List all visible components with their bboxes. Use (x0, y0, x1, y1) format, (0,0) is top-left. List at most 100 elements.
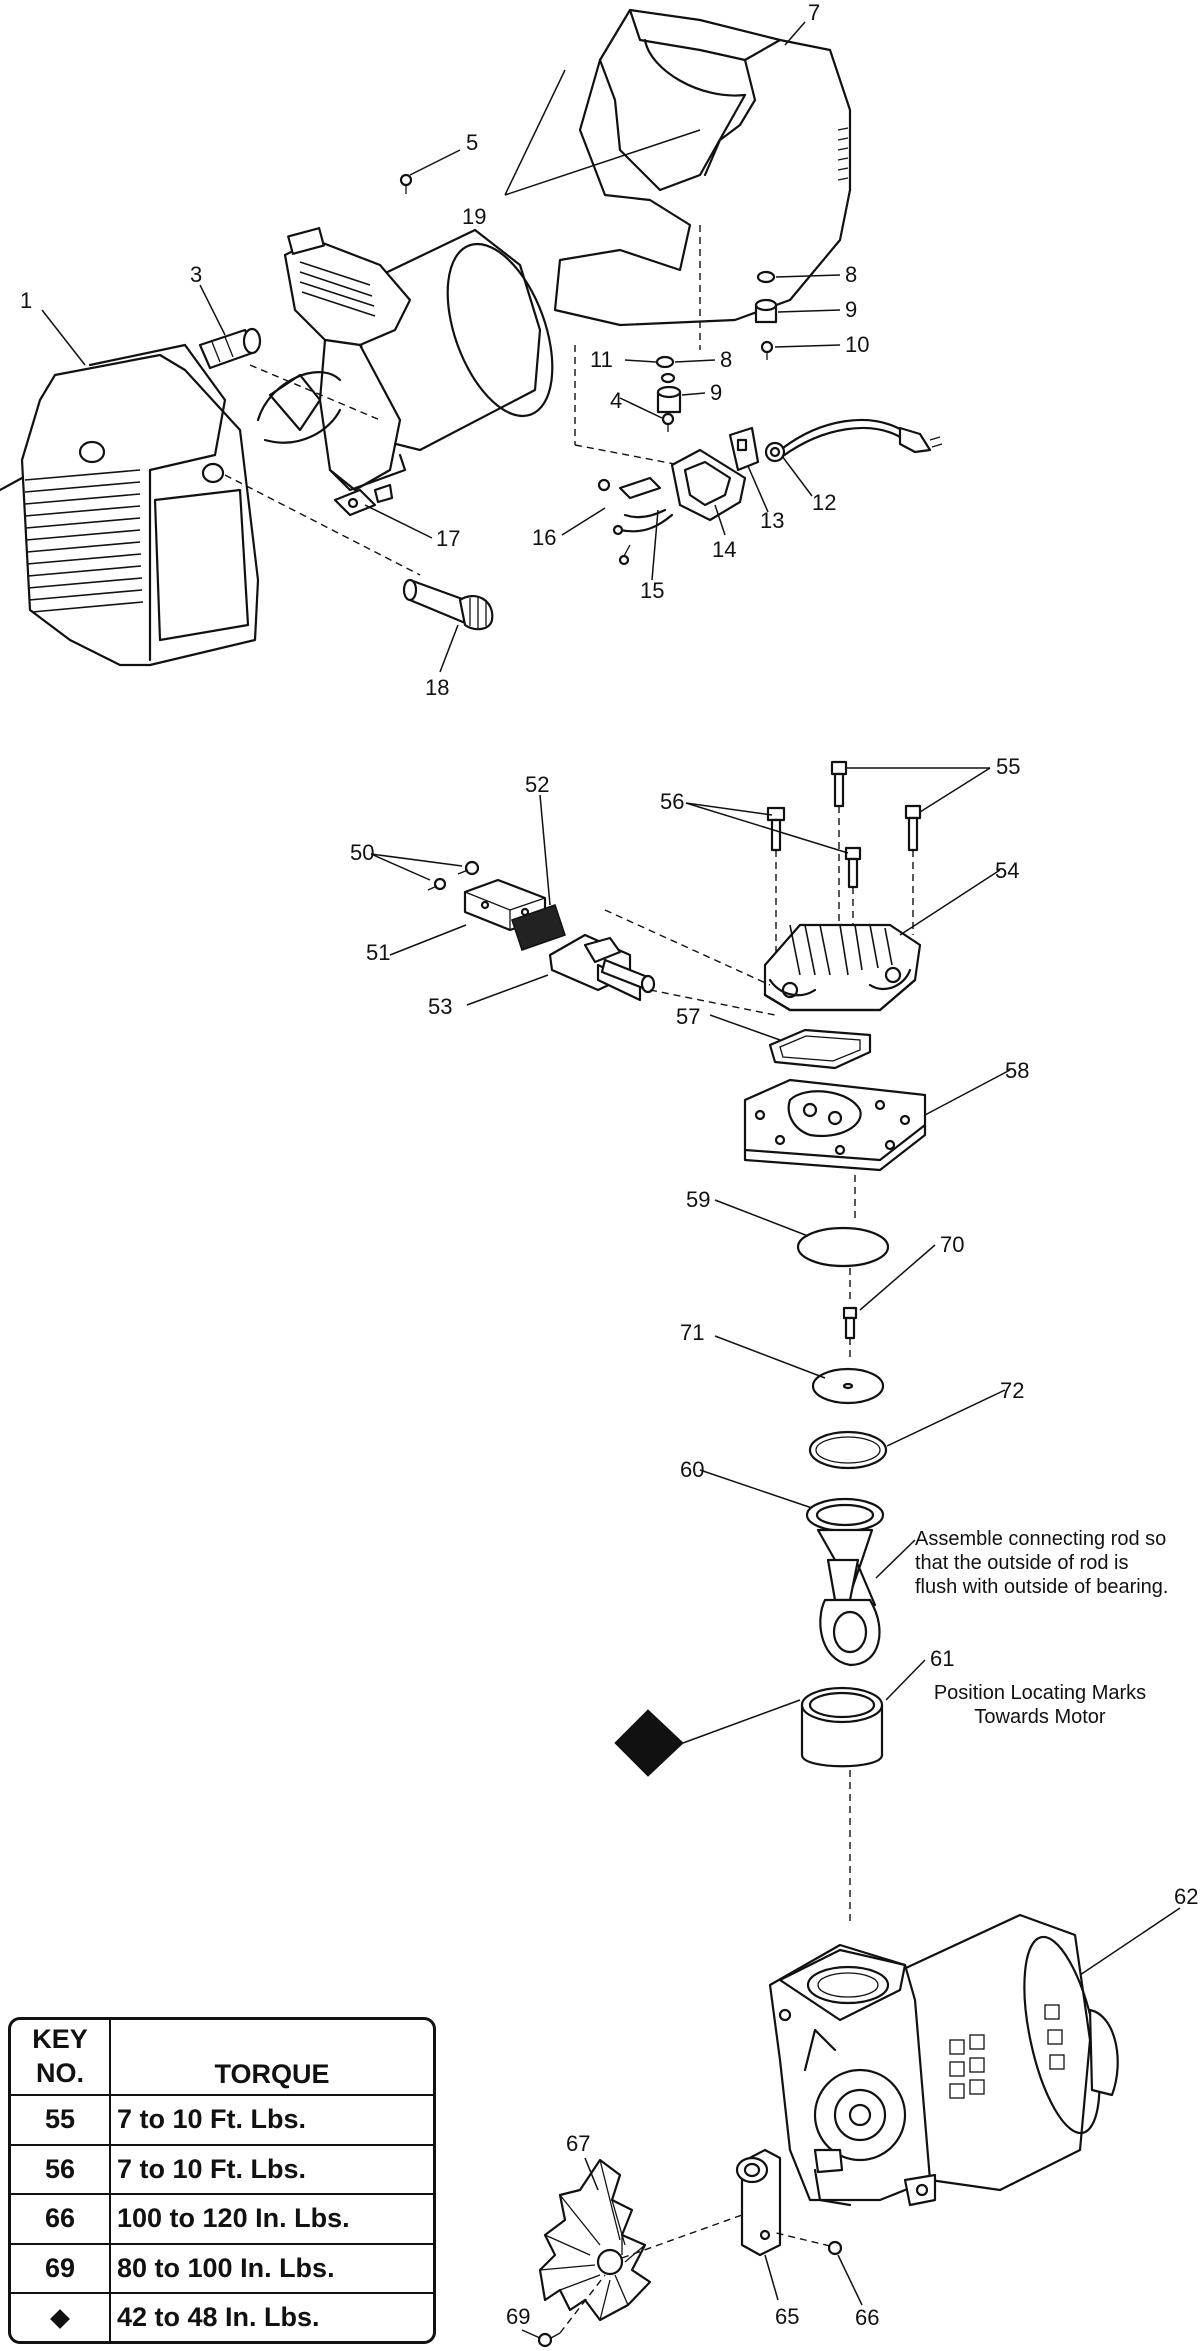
part-7-handle-cover (553, 8, 852, 350)
header-key-line-1: KEY (32, 2024, 88, 2055)
part-62-motor-crankcase (768, 1913, 1119, 2207)
top-leaders (41, 21, 841, 673)
part-69-screw (537, 2274, 606, 2348)
parts-8-9-10-11-4-hardware (655, 270, 778, 432)
diamond-icon (50, 2309, 70, 2329)
part-65-eccentric (735, 2148, 782, 2257)
row-key: 69 (11, 2242, 111, 2294)
row-torque: 7 to 10 Ft. Lbs. (109, 2143, 433, 2195)
note-marks-line-1: Position Locating Marks (934, 1682, 1146, 1704)
parts-12-16-switch-cord (597, 419, 943, 566)
callout-8-upper: 8 (845, 262, 857, 287)
row-torque: 80 to 100 In. Lbs. (109, 2242, 433, 2294)
callout-14: 14 (712, 537, 736, 562)
callout-9-upper: 9 (845, 297, 857, 322)
part-66-screw (771, 2231, 843, 2256)
callout-4: 4 (610, 388, 622, 413)
part-72-ring (808, 1430, 888, 1470)
callout-62: 62 (1174, 1884, 1198, 1909)
part-55-bolts (830, 760, 922, 945)
callout-50: 50 (350, 840, 374, 865)
part-18-valve (402, 578, 494, 631)
callout-18: 18 (425, 675, 449, 700)
row-key-diamond (11, 2292, 111, 2341)
top-callouts: 1 3 4 5 7 8 8 9 9 10 11 12 13 14 15 16 1… (20, 0, 869, 700)
part-59-o-ring (796, 1226, 890, 1300)
callout-57: 57 (676, 1004, 700, 1029)
row-torque: 42 to 48 In. Lbs. (109, 2292, 433, 2341)
part-3-fitting (198, 327, 262, 370)
locating-marks-note: Position Locating Marks Towards Motor (934, 1682, 1146, 1728)
callout-72: 72 (1000, 1378, 1024, 1403)
part-1-front-shroud (0, 343, 260, 667)
table-row: 56 7 to 10 Ft. Lbs. (11, 2143, 433, 2195)
row-key: 66 (11, 2193, 111, 2245)
part-17-clip (333, 488, 377, 517)
part-70-screw (842, 1306, 858, 1360)
callout-5: 5 (466, 130, 478, 155)
torque-table-header: KEY NO. TORQUE (11, 2020, 433, 2096)
header-torque: TORQUE (109, 2020, 433, 2096)
middle-leaders (370, 767, 1011, 1701)
callout-71: 71 (680, 1320, 704, 1345)
row-key: 55 (11, 2094, 111, 2146)
top-compressor-motor (256, 227, 554, 504)
callout-1: 1 (20, 288, 32, 313)
row-torque: 100 to 120 In. Lbs. (109, 2193, 433, 2245)
callout-59: 59 (686, 1187, 710, 1212)
part-71-retainer (811, 1367, 885, 1405)
callout-15: 15 (640, 578, 664, 603)
callout-56: 56 (660, 789, 684, 814)
part-67-fan (538, 2158, 743, 2322)
note-rod-line-3: flush with outside of bearing. (915, 1576, 1169, 1598)
table-row: 42 to 48 In. Lbs. (11, 2292, 433, 2341)
table-row: 69 80 to 100 In. Lbs. (11, 2242, 433, 2294)
middle-callouts: 50 51 52 53 54 55 56 57 58 59 60 61 70 7… (350, 754, 1029, 1671)
callout-3: 3 (190, 262, 202, 287)
callout-52: 52 (525, 772, 549, 797)
callout-16: 16 (532, 525, 556, 550)
part-61-bearing (800, 1686, 884, 1925)
bottom-leaders (521, 1907, 1181, 2339)
top-assembly-dashes (224, 345, 681, 576)
note-rod-line-2: that the outside of rod is (915, 1552, 1128, 1574)
torque-table: KEY NO. TORQUE 55 7 to 10 Ft. Lbs. 56 7 … (8, 2017, 436, 2344)
callout-67: 67 (566, 2131, 590, 2156)
callout-9-lower: 9 (710, 380, 722, 405)
connecting-rod-note: Assemble connecting rod so that the outs… (915, 1528, 1169, 1598)
callout-61: 61 (930, 1646, 954, 1671)
part-5-screw (399, 173, 413, 194)
diamond-torque-marker-icon (614, 1699, 801, 1777)
callout-70: 70 (940, 1232, 964, 1257)
note-rod-line-1: Assemble connecting rod so (915, 1528, 1166, 1550)
table-row: 66 100 to 120 In. Lbs. (11, 2193, 433, 2245)
callout-66: 66 (855, 2305, 879, 2330)
callout-51: 51 (366, 940, 390, 965)
part-56-bolts (766, 806, 862, 965)
callout-58: 58 (1005, 1058, 1029, 1083)
header-key-line-2: NO. (35, 2058, 84, 2088)
callout-17: 17 (436, 526, 460, 551)
callout-54: 54 (995, 858, 1019, 883)
callout-12: 12 (812, 490, 836, 515)
callout-8-lower: 8 (720, 347, 732, 372)
callout-19: 19 (462, 204, 486, 229)
callout-65: 65 (775, 2304, 799, 2329)
note-marks-line-2: Towards Motor (974, 1706, 1105, 1728)
row-key: 56 (11, 2143, 111, 2195)
callout-53: 53 (428, 994, 452, 1019)
row-torque: 7 to 10 Ft. Lbs. (109, 2094, 433, 2146)
parts-50-53-filter-assembly (427, 860, 776, 1016)
callout-7: 7 (808, 0, 820, 25)
callout-55: 55 (996, 754, 1020, 779)
callout-69: 69 (506, 2304, 530, 2329)
table-row: 55 7 to 10 Ft. Lbs. (11, 2094, 433, 2146)
part-58-valve-plate (743, 1078, 927, 1220)
part-57-gasket (768, 1028, 872, 1070)
header-key-no: KEY NO. (11, 2020, 111, 2096)
callout-11: 11 (590, 347, 613, 372)
callout-10: 10 (845, 332, 869, 357)
callout-13: 13 (760, 508, 784, 533)
bottom-callouts: 62 65 66 67 69 (506, 1884, 1198, 2330)
